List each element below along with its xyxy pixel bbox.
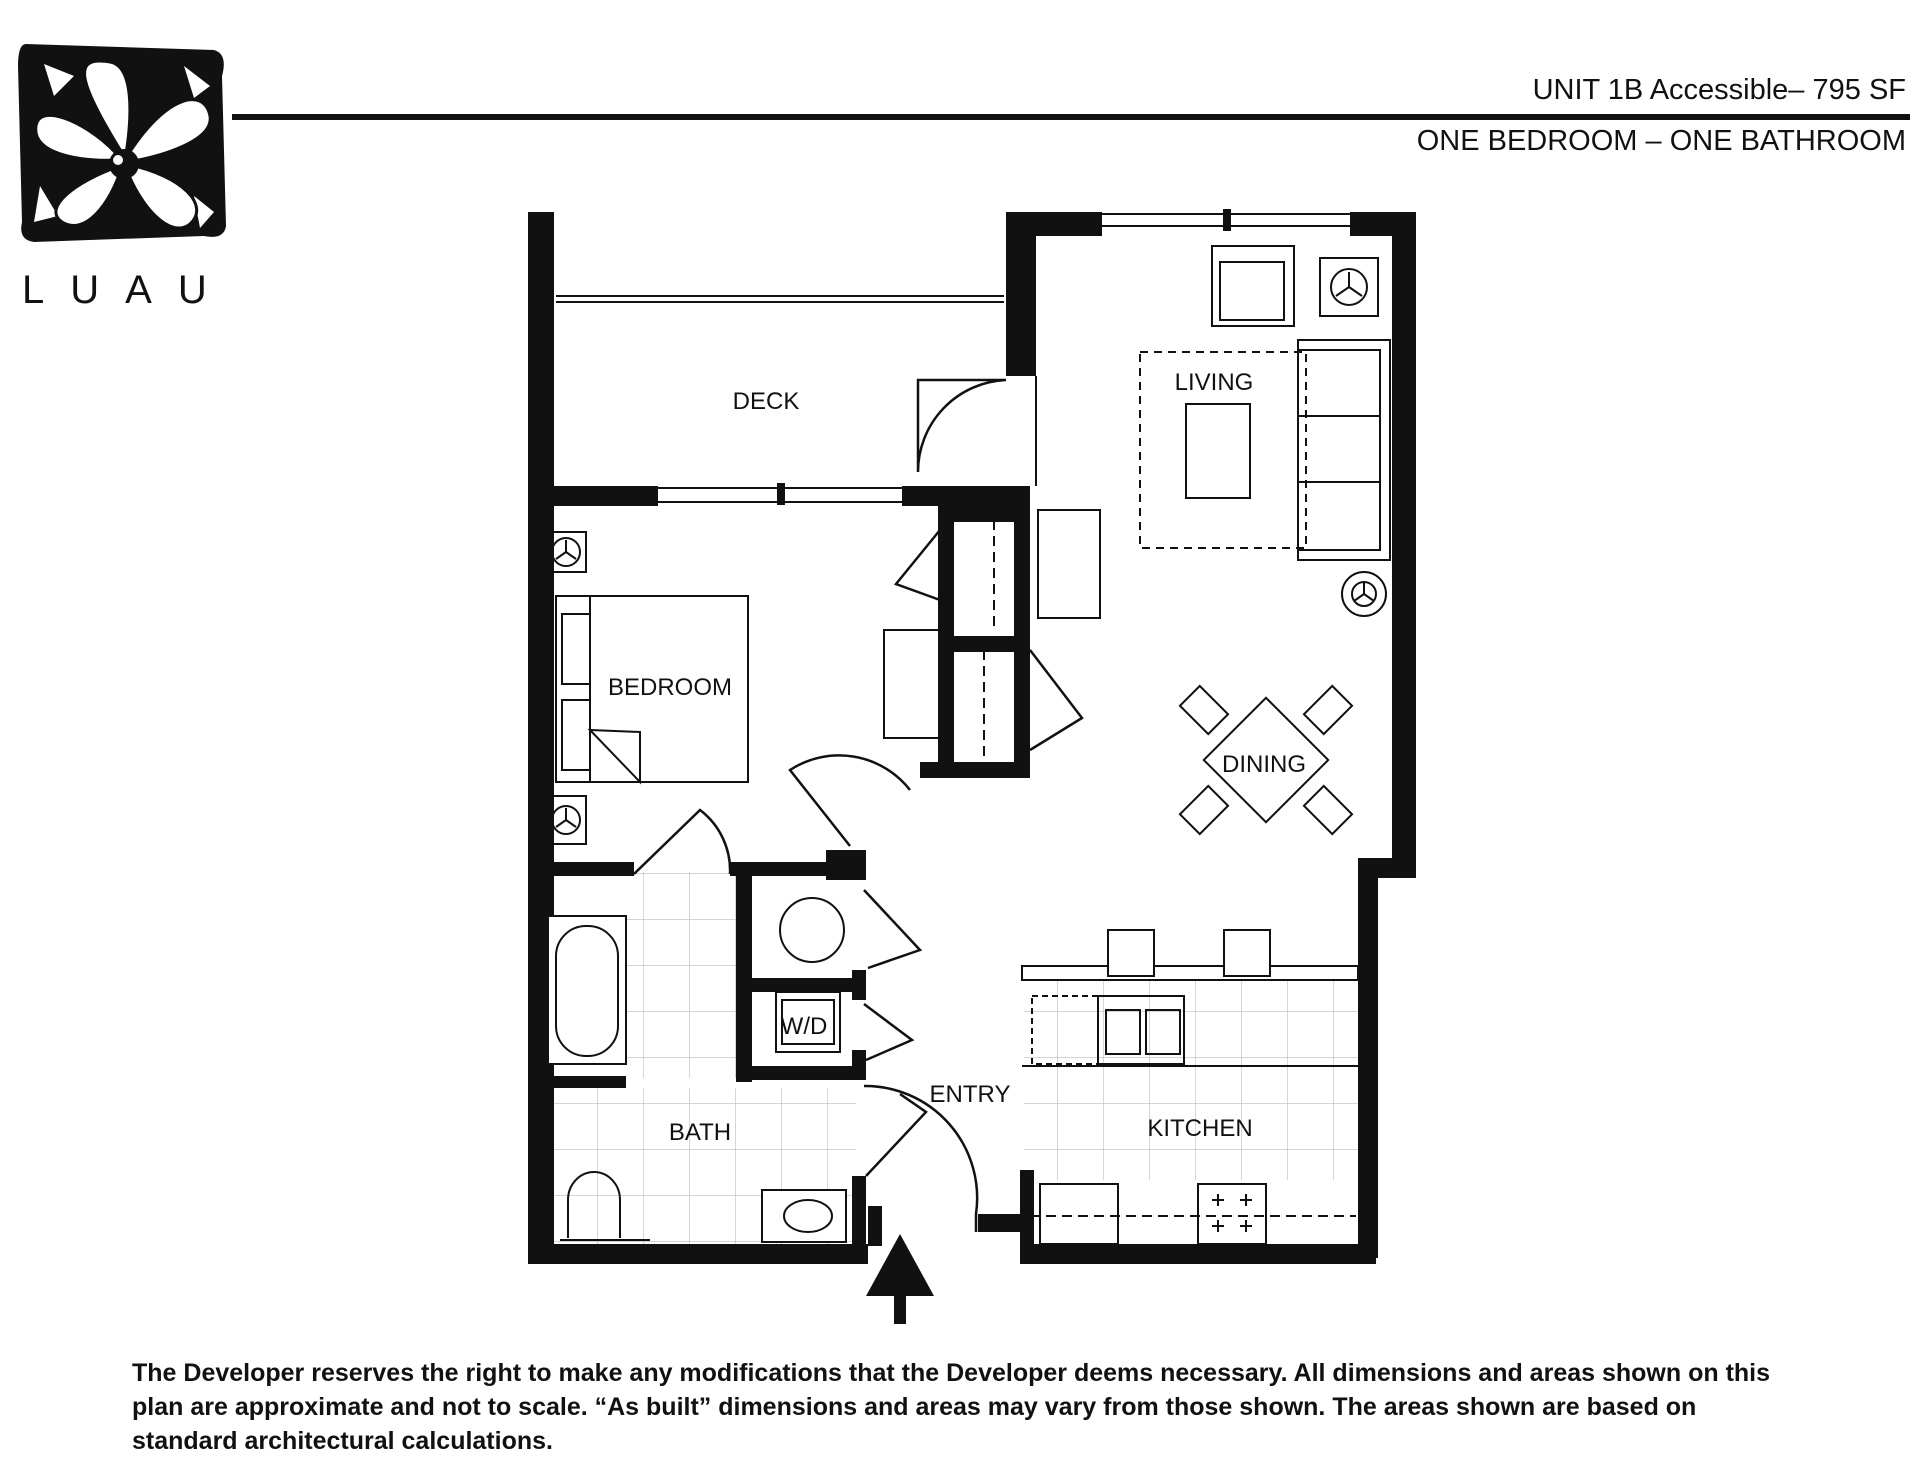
header-rule bbox=[232, 114, 1910, 120]
kitchen-fixtures bbox=[1021, 929, 1359, 1245]
room-label-bedroom: BEDROOM bbox=[608, 674, 732, 701]
room-label-dining: DINING bbox=[1222, 751, 1306, 778]
room-label-entry: ENTRY bbox=[930, 1081, 1011, 1108]
room-label-bath: BATH bbox=[669, 1119, 731, 1146]
walls bbox=[528, 212, 1416, 1264]
bedroom-furniture bbox=[545, 520, 995, 845]
brand-name: LUAU bbox=[22, 268, 233, 312]
luau-logo bbox=[14, 36, 234, 246]
living-furniture bbox=[1037, 245, 1391, 619]
disclaimer: The Developer reserves the right to make… bbox=[132, 1359, 1771, 1455]
doors bbox=[633, 378, 1084, 1232]
room-label-kitchen: KITCHEN bbox=[1147, 1115, 1252, 1142]
entry-arrow-icon bbox=[866, 1234, 934, 1324]
windows bbox=[556, 209, 1350, 505]
unit-subtitle: ONE BEDROOM – ONE BATHROOM bbox=[1416, 125, 1906, 157]
room-label-living: LIVING bbox=[1175, 369, 1254, 396]
bath-fixtures bbox=[547, 897, 847, 1243]
unit-title: UNIT 1B Accessible– 795 SF bbox=[1532, 74, 1906, 106]
dining-table bbox=[1178, 684, 1354, 836]
room-label-wd: W/D bbox=[781, 1013, 828, 1040]
kitchen-tile-floor bbox=[1024, 968, 1358, 1180]
bath-tile-floor bbox=[626, 872, 736, 1078]
plumeria-flower-logo-icon bbox=[18, 44, 226, 242]
room-label-deck: DECK bbox=[733, 388, 800, 415]
